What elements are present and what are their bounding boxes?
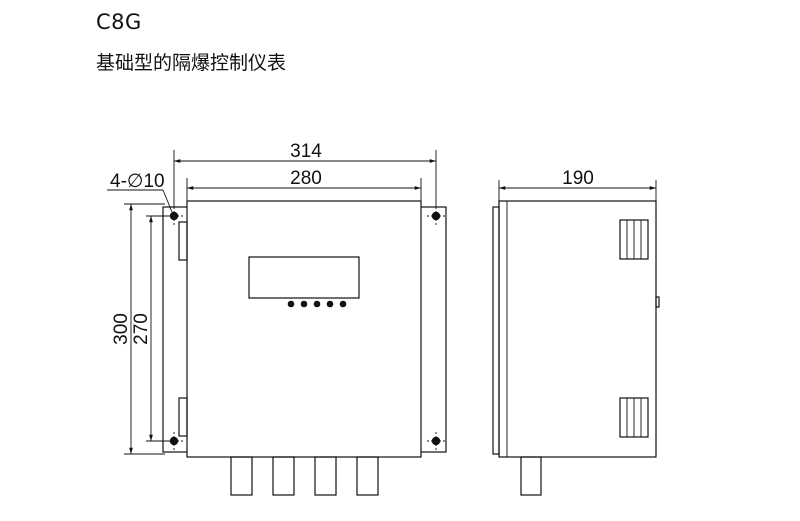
dimension-depth: 190 <box>498 168 657 201</box>
hinge-bottom <box>178 397 188 437</box>
side-view: 190 <box>492 168 660 496</box>
front-view: 314 280 4-∅10 300 270 <box>107 141 447 496</box>
cable-gland <box>314 456 337 496</box>
side-body <box>498 200 657 458</box>
dim-label-314: 314 <box>290 141 322 162</box>
cable-gland <box>230 456 253 496</box>
model-description: 基础型的隔爆控制仪表 <box>96 52 287 74</box>
mount-hole-bottom-right <box>427 432 445 450</box>
front-button <box>313 300 321 308</box>
side-flange <box>492 206 500 455</box>
enclosure-body <box>186 200 422 458</box>
dimension-outer-width: 314 <box>173 141 437 207</box>
hole-callout-label: 4-∅10 <box>110 171 165 192</box>
hinge-top <box>178 221 188 261</box>
cable-gland <box>272 456 295 496</box>
front-button <box>300 300 308 308</box>
front-button <box>326 300 334 308</box>
front-button <box>287 300 295 308</box>
mount-hole-top-right <box>427 207 445 225</box>
hole-callout: 4-∅10 <box>107 171 173 213</box>
dim-label-280: 280 <box>290 168 322 189</box>
dim-label-190: 190 <box>562 168 594 189</box>
front-button <box>339 300 347 308</box>
side-cable-gland <box>520 456 542 496</box>
dim-label-300: 300 <box>111 313 132 345</box>
dim-label-270: 270 <box>131 313 152 345</box>
display-window <box>248 256 360 299</box>
button-row <box>287 300 347 308</box>
cable-gland <box>356 456 379 496</box>
side-hinge-top <box>619 219 649 260</box>
cable-glands <box>230 456 379 496</box>
dimension-outer-height: 300 <box>111 203 165 455</box>
dimension-inner-height: 270 <box>131 215 174 442</box>
side-hinge-bottom <box>619 397 649 438</box>
dimension-inner-width: 280 <box>186 168 422 201</box>
side-latch <box>655 296 660 308</box>
model-title: C8G <box>96 10 142 34</box>
